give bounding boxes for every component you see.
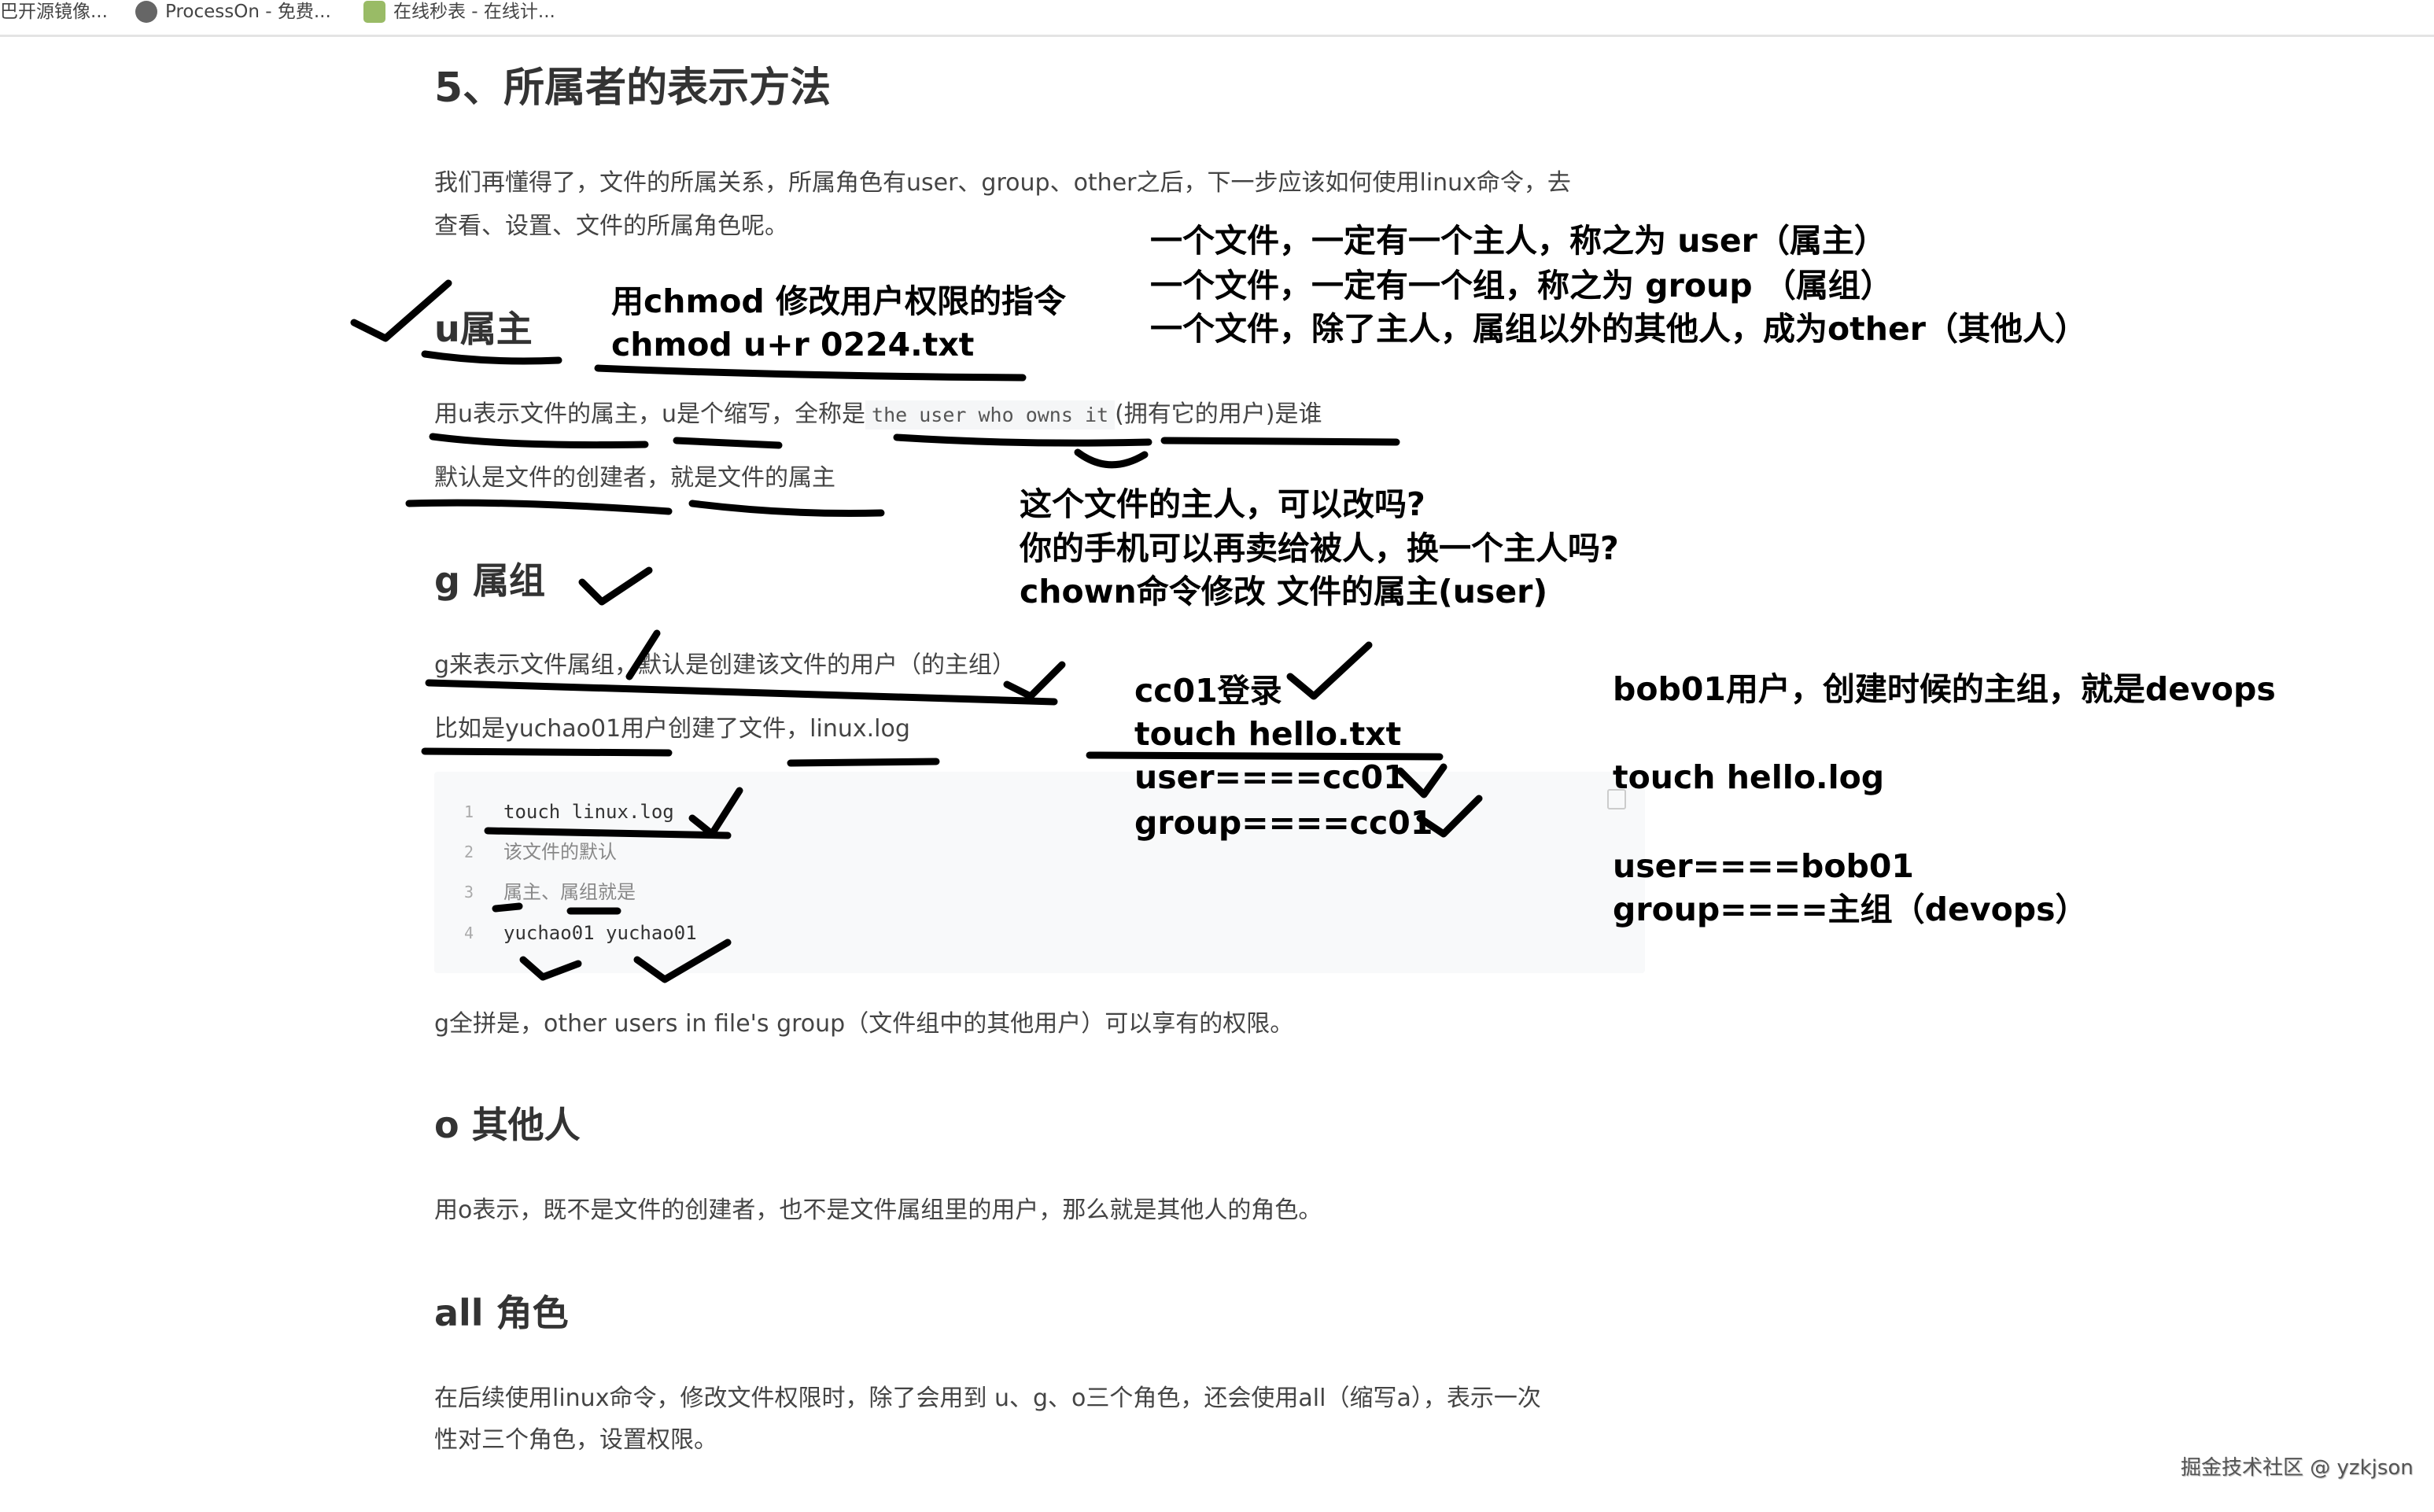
section-title: 5、所属者的表示方法 xyxy=(434,65,832,112)
bookmark-stopwatch[interactable]: 在线秒表 - 在线计... xyxy=(363,0,555,24)
owner-note: 一个文件，除了主人，属组以外的其他人，成为other（其他人） xyxy=(1150,310,2087,348)
g-fullname: g全拼是，other users in file's group（文件组中的其他… xyxy=(434,1010,1294,1038)
line-number: 4 xyxy=(463,924,474,942)
code-text: 属主、属组就是 xyxy=(503,881,636,903)
intro-text: 查看、设置、文件的所属角色呢。 xyxy=(434,212,788,240)
code-line: 1 touch linux.log xyxy=(434,795,674,829)
underline-stroke xyxy=(429,433,649,449)
owner-note: 一个文件，一定有一个组，称之为 group （属组） xyxy=(1150,267,1893,304)
chmod-note: 用chmod 修改用户权限的指令 xyxy=(611,282,1067,320)
checkmark-icon xyxy=(688,787,743,838)
code-line: 3 属主、属组就是 xyxy=(434,875,636,909)
cc01-note: user====cc01 xyxy=(1134,758,1406,796)
code-text: yuchao01 yuchao01 xyxy=(503,922,697,944)
chmod-note: chmod u+r 0224.txt xyxy=(611,326,975,363)
bookmark-mirror[interactable]: 巴开源镜像... xyxy=(0,0,108,24)
underline-stroke xyxy=(1086,751,1444,761)
o-description: 用o表示，既不是文件的创建者，也不是文件属组里的用户，那么就是其他人的角色。 xyxy=(434,1197,1322,1224)
checkmark-icon xyxy=(633,939,732,983)
cc01-note: cc01登录 xyxy=(1134,672,1282,710)
g-example: 比如是yuchao01用户创建了文件，linux.log xyxy=(434,715,910,743)
bookmark-label: ProcessOn - 免费... xyxy=(165,2,331,22)
underline-stroke xyxy=(421,747,673,757)
u-text: 用u表示文件的属主，u是个缩写，全称是 xyxy=(434,400,866,428)
owner-note: 一个文件，一定有一个主人，称之为 user（属主） xyxy=(1150,222,1886,260)
u-text: (拥有它的用户)是谁 xyxy=(1115,400,1322,428)
bob01-note: group====主组（devops） xyxy=(1613,891,2088,928)
underline-stroke xyxy=(893,433,1152,447)
cc01-note: touch hello.txt xyxy=(1134,715,1402,753)
u-heading: u属主 xyxy=(434,308,533,350)
code-line: 4 yuchao01 yuchao01 xyxy=(434,916,697,950)
bob01-note: bob01用户，创建时候的主组，就是devops xyxy=(1613,670,2276,708)
underline-stroke xyxy=(484,827,732,839)
inline-code: the user who owns it xyxy=(865,400,1116,430)
chown-note: 这个文件的主人，可以改吗? xyxy=(1020,485,1425,523)
underline-stroke xyxy=(673,437,783,449)
all-heading: all 角色 xyxy=(434,1292,569,1334)
bookmarks-bar: 巴开源镜像... ProcessOn - 免费... 在线秒表 - 在线计... xyxy=(0,0,2434,37)
code-line: 2 该文件的默认 xyxy=(434,835,617,869)
underline-stroke xyxy=(492,902,523,913)
underline-stroke xyxy=(688,500,885,517)
checkmark-icon xyxy=(519,956,582,981)
bob01-note: touch hello.log xyxy=(1613,758,1885,796)
all-description: 性对三个角色，设置权限。 xyxy=(434,1426,717,1454)
line-number: 1 xyxy=(463,802,474,821)
checkmark-icon xyxy=(350,279,452,342)
checkmark-icon xyxy=(578,566,653,606)
copy-icon[interactable] xyxy=(1607,789,1626,809)
cc01-note: group====cc01 xyxy=(1134,804,1433,842)
stopwatch-icon xyxy=(363,1,385,23)
g-heading: g 属组 xyxy=(434,559,545,602)
checkmark-icon xyxy=(1003,661,1066,700)
line-number: 3 xyxy=(463,883,474,902)
bookmark-processon[interactable]: ProcessOn - 免费... xyxy=(135,0,331,24)
underline-stroke xyxy=(787,758,940,767)
checkmark-icon xyxy=(625,629,661,680)
all-description: 在后续使用linux命令，修改文件权限时，除了会用到 u、g、o三个角色，还会使… xyxy=(434,1385,1541,1412)
o-heading: o 其他人 xyxy=(434,1104,581,1146)
underline-stroke xyxy=(1160,437,1400,446)
bob01-note: user====bob01 xyxy=(1613,847,1914,885)
underline-stroke xyxy=(421,350,562,365)
u-default: 默认是文件的创建者，就是文件的属主 xyxy=(434,464,835,492)
bookmark-label: 巴开源镜像... xyxy=(0,2,108,22)
processon-icon xyxy=(135,1,157,23)
bookmark-label: 在线秒表 - 在线计... xyxy=(393,2,555,22)
underline-stroke xyxy=(594,364,1027,382)
chown-note: 你的手机可以再卖给被人，换一个主人吗? xyxy=(1020,529,1619,567)
underline-stroke xyxy=(425,679,1058,706)
g-description: g来表示文件属组，默认是创建该文件的用户（的主组） xyxy=(434,651,1016,679)
code-text: touch linux.log xyxy=(503,801,674,823)
underline-stroke xyxy=(405,499,673,515)
checkmark-icon xyxy=(1074,448,1149,469)
intro-text: 我们再懂得了，文件的所属关系，所属角色有user、group、other之后，下… xyxy=(434,169,1571,197)
line-number: 2 xyxy=(463,843,474,861)
checkmark-icon xyxy=(1416,795,1483,838)
checkmark-icon xyxy=(1286,641,1373,700)
code-text: 该文件的默认 xyxy=(503,841,617,863)
chown-note: chown命令修改 文件的属主(user) xyxy=(1020,573,1548,610)
checkmark-icon xyxy=(1396,763,1447,798)
watermark: 掘金技术社区 @ yzkjson xyxy=(2181,1456,2414,1480)
code-block: 1 touch linux.log 2 该文件的默认 3 属主、属组就是 4 yucha… xyxy=(434,772,1645,973)
